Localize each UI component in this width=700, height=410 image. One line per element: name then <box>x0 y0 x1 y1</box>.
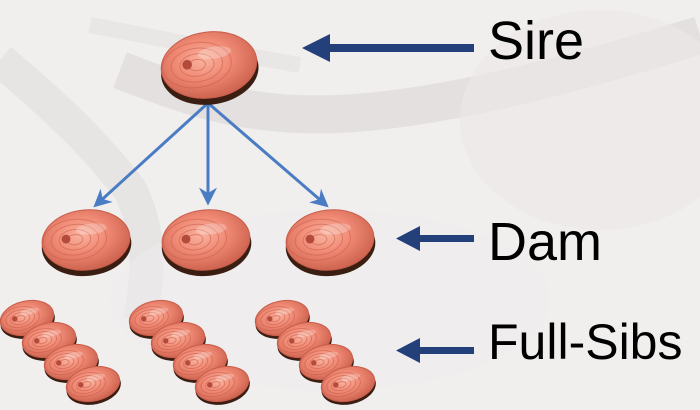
sire-label: Sire <box>488 14 584 68</box>
full-sibs-label: Full-Sibs <box>488 317 682 367</box>
dam-label: Dam <box>488 215 602 269</box>
